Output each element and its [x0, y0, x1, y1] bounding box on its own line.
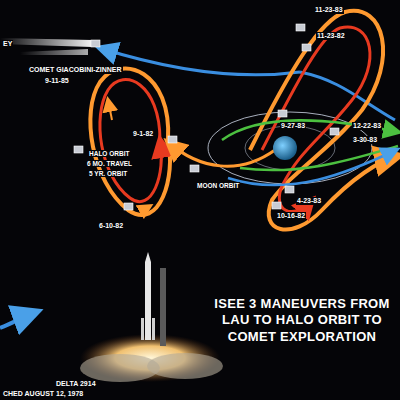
date-label: 6-10-82 [98, 222, 124, 230]
rocket-booster [141, 318, 144, 340]
comet-tail [0, 38, 92, 47]
spacecraft [302, 44, 311, 51]
blue-trajectory [228, 150, 396, 185]
orbit-arrow [140, 206, 150, 212]
date-label: 9-11-85 [44, 77, 70, 85]
transfer-trajectory [168, 142, 275, 166]
halo-orbit [100, 80, 161, 202]
orbit-label: MOON ORBIT [196, 182, 240, 189]
date-label: 3-30-83 [352, 136, 378, 144]
orbit-arrow [108, 100, 112, 120]
date-label: 9-1-82 [132, 130, 154, 138]
halo-orbit [90, 68, 170, 215]
rocket-booster [152, 318, 155, 340]
spacecraft [91, 40, 100, 47]
rocket-body [145, 262, 151, 340]
orbit-label: 5 YR. ORBIT [88, 170, 128, 177]
spacecraft [74, 146, 83, 153]
date-label: 11-23-83 [314, 6, 344, 14]
trajectory-arrow [0, 312, 36, 328]
spacecraft [124, 203, 133, 210]
spacecraft [168, 136, 177, 143]
launch-date: CHED AUGUST 12, 1978 [2, 390, 84, 398]
rocket-nose [145, 252, 151, 262]
spacecraft [278, 110, 287, 117]
orbit-label: HALO ORBIT [88, 150, 130, 157]
date-label: 4-23-83 [296, 197, 322, 205]
comet-name: EY [2, 40, 13, 48]
spacecraft [272, 202, 281, 209]
earth [273, 136, 297, 160]
date-label: 12-22-83 [352, 122, 382, 130]
launch-tower [160, 268, 166, 346]
date-label: 11-23-82 [316, 32, 346, 40]
spacecraft [296, 24, 305, 31]
green-trajectory [240, 146, 398, 170]
launch-cloud [147, 353, 223, 379]
date-label: 9-27-83 [280, 122, 306, 130]
comet-trajectory [300, 72, 395, 120]
date-label: 10-16-82 [276, 212, 306, 220]
orbit-label: 6 MO. TRAVEL [86, 160, 133, 167]
spacecraft-icons [74, 24, 339, 210]
diagram-title: ISEE 3 MANEUVERS FROM LAU TO HALO ORBIT … [208, 296, 396, 345]
comet-name: COMET GIACOBINI-ZINNER [28, 66, 123, 74]
comet-tail [20, 49, 88, 55]
spacecraft [285, 186, 294, 193]
spacecraft [190, 165, 199, 172]
spacecraft [330, 128, 339, 135]
rocket-label: DELTA 2914 [55, 380, 97, 388]
